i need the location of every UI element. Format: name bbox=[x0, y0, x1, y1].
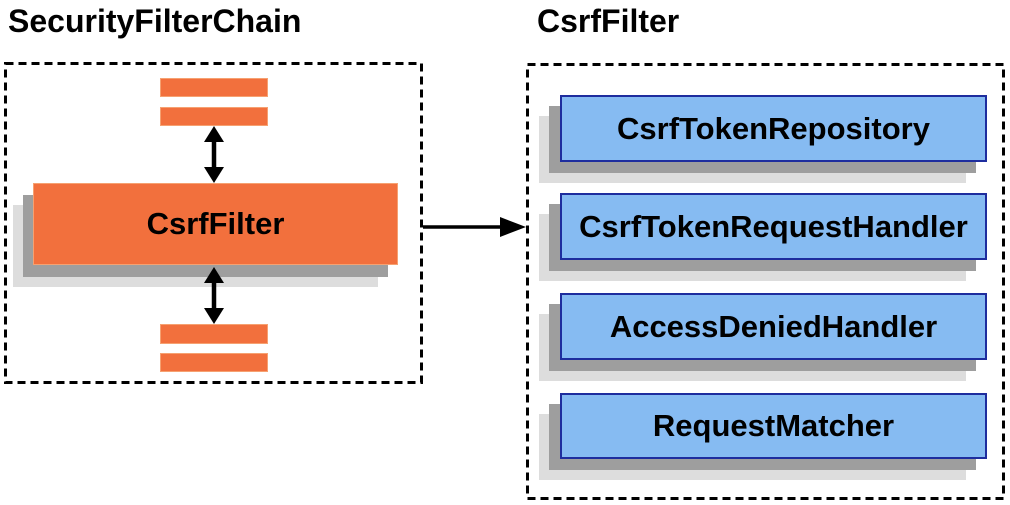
right-arrow-connector-icon bbox=[423, 217, 526, 237]
csrf-filter-node: CsrfFilter bbox=[33, 183, 398, 265]
component-box-csrf-token-request-handler: CsrfTokenRequestHandler bbox=[560, 193, 987, 260]
component-label: CsrfTokenRequestHandler bbox=[579, 208, 968, 244]
security-filter-chain-title: SecurityFilterChain bbox=[8, 3, 302, 39]
component-box-request-matcher: RequestMatcher bbox=[560, 393, 987, 459]
csrf-filter-panel-title: CsrfFilter bbox=[537, 3, 680, 39]
component-label: CsrfTokenRepository bbox=[617, 110, 930, 146]
security-filter-chain-container bbox=[4, 62, 423, 384]
filter-placeholder-bar-bottom-1 bbox=[160, 324, 268, 344]
component-label: RequestMatcher bbox=[652, 408, 895, 443]
filter-placeholder-bar-bottom-2 bbox=[160, 353, 268, 372]
component-label: AccessDeniedHandler bbox=[609, 308, 938, 344]
csrf-filter-node-label: CsrfFilter bbox=[146, 206, 285, 241]
component-box-access-denied-handler: AccessDeniedHandler bbox=[560, 293, 987, 360]
csrf-filter-components-container bbox=[526, 63, 1005, 500]
component-box-csrf-token-repository: CsrfTokenRepository bbox=[560, 95, 987, 162]
filter-placeholder-bar-top-1 bbox=[160, 78, 268, 97]
filter-placeholder-bar-top-2 bbox=[160, 107, 268, 126]
bidirectional-arrow-bottom-icon bbox=[204, 267, 224, 324]
bidirectional-arrow-top-icon bbox=[204, 126, 224, 183]
